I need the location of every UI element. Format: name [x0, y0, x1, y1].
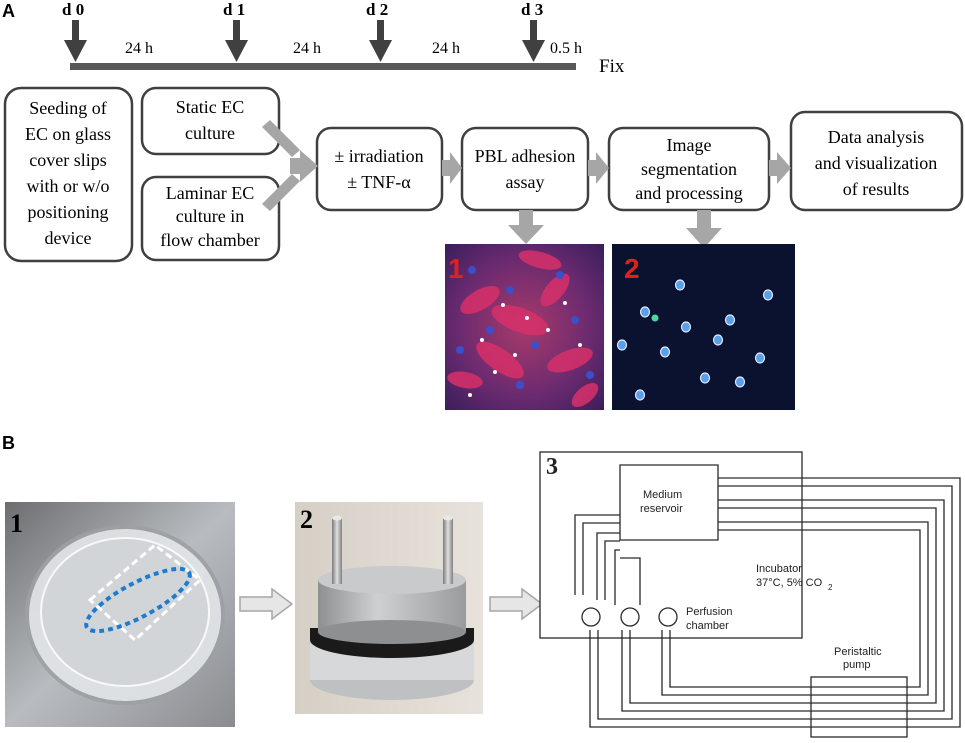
static-line-1: Static EC [176, 97, 245, 117]
image-line-3: and processing [635, 183, 742, 203]
fix-label: Fix [599, 56, 625, 77]
data-box [789, 110, 964, 212]
photo-label-1: 1 [10, 509, 23, 538]
laminar-line-2: culture in [176, 206, 244, 226]
micro-label-1: 1 [448, 253, 464, 284]
seeding-line-6: device [45, 228, 92, 248]
reservoir-line-2: reservoir [640, 503, 683, 515]
flow-boxes: Seeding of EC on glass cover slips with … [3, 86, 964, 263]
perfusion-schematic [539, 451, 961, 738]
perfusion-chamber-1 [581, 607, 601, 627]
incubator-line-2: 37°C, 5% CO [756, 577, 823, 589]
irradiation-line-1: ± irradiation [334, 146, 423, 166]
medium-reservoir [619, 464, 719, 541]
timeline-bar [70, 63, 576, 70]
perfusion-chamber-3 [658, 607, 678, 627]
merge-arrow-head [290, 150, 318, 182]
arrow-photo2-schematic [489, 587, 544, 621]
pump-line-2: pump [843, 659, 871, 671]
image-line-1: Image [667, 135, 712, 155]
flow-arrows [262, 120, 791, 248]
interval-label-3: 24 h [432, 40, 460, 57]
data-line-3: of results [843, 179, 910, 199]
arrow-image-data [769, 152, 791, 184]
seeding-line-2: EC on glass [25, 124, 111, 144]
pbl-line-1: PBL adhesion [475, 146, 576, 166]
micro-label-2: 2 [624, 253, 640, 284]
seeding-line-1: Seeding of [29, 98, 106, 118]
laminar-line-3: flow chamber [160, 230, 259, 250]
seeding-line-4: with or w/o [27, 176, 110, 196]
arrow-pbl-image [588, 152, 609, 184]
microscopy-image-1: 1 [445, 244, 604, 410]
schematic-labels: 3 Medium reservoir Incubator 37°C, 5% CO… [546, 454, 882, 671]
incubator-line-1: Incubator [756, 563, 802, 575]
irradiation-line-2: ± TNF-α [347, 172, 411, 192]
day-label-d1: d 1 [223, 0, 245, 19]
data-line-1: Data analysis [828, 127, 924, 147]
photo-label-2: 2 [300, 505, 313, 534]
seeding-line-3: cover slips [29, 150, 106, 170]
peristaltic-pump [810, 676, 908, 738]
seeding-box [3, 86, 134, 263]
interval-label-2: 24 h [293, 40, 321, 57]
static-culture-box [140, 86, 281, 156]
day-label-d3: d 3 [521, 0, 543, 19]
interval-label-4: 0.5 h [550, 40, 582, 57]
day-arrow-d2 [369, 20, 392, 62]
timeline: d 0 d 1 d 2 d 3 24 h 24 h 24 h 0.5 h Fix [62, 0, 625, 77]
irradiation-box [315, 126, 444, 212]
data-line-2: and visualization [815, 153, 937, 173]
incubator-subscript: 2 [828, 583, 833, 592]
static-line-2: culture [185, 123, 235, 143]
day-label-d0: d 0 [62, 0, 84, 19]
positioning-frame [87, 543, 203, 643]
merge-arrow-lower [262, 174, 300, 211]
schematic-label-3: 3 [546, 454, 558, 480]
panel-a-label: A [2, 1, 15, 21]
perfusion-line-2: chamber [686, 620, 729, 632]
arrow-pbl-down [508, 210, 544, 244]
day-arrow-d3 [522, 20, 545, 62]
day-arrow-d1 [225, 20, 248, 62]
interval-label-1: 24 h [125, 40, 153, 57]
day-label-d2: d 2 [366, 0, 388, 19]
image-line-2: segmentation [641, 159, 737, 179]
perfusion-chamber-2 [620, 607, 640, 627]
pbl-line-2: assay [506, 172, 545, 192]
photo-positioning-device: 2 [295, 502, 483, 714]
seeding-line-5: positioning [27, 202, 108, 222]
arrow-photo1-photo2 [239, 587, 294, 621]
day-arrow-d0 [64, 20, 87, 62]
laminar-line-1: Laminar EC [166, 183, 254, 203]
perfusion-line-1: Perfusion [686, 606, 732, 618]
coverslip-outline [84, 566, 192, 634]
pbl-box [460, 126, 590, 212]
merge-arrow-upper [262, 120, 300, 157]
panel-b-label: B [2, 433, 15, 453]
reservoir-line-1: Medium [643, 489, 682, 501]
microscopy-image-2: 2 [612, 244, 795, 410]
arrow-image-down [686, 210, 722, 248]
photo-petri-dish: 1 [5, 502, 235, 727]
arrow-irr-pbl [442, 152, 462, 184]
laminar-culture-box [140, 175, 281, 262]
pump-line-1: Peristaltic [834, 646, 882, 658]
